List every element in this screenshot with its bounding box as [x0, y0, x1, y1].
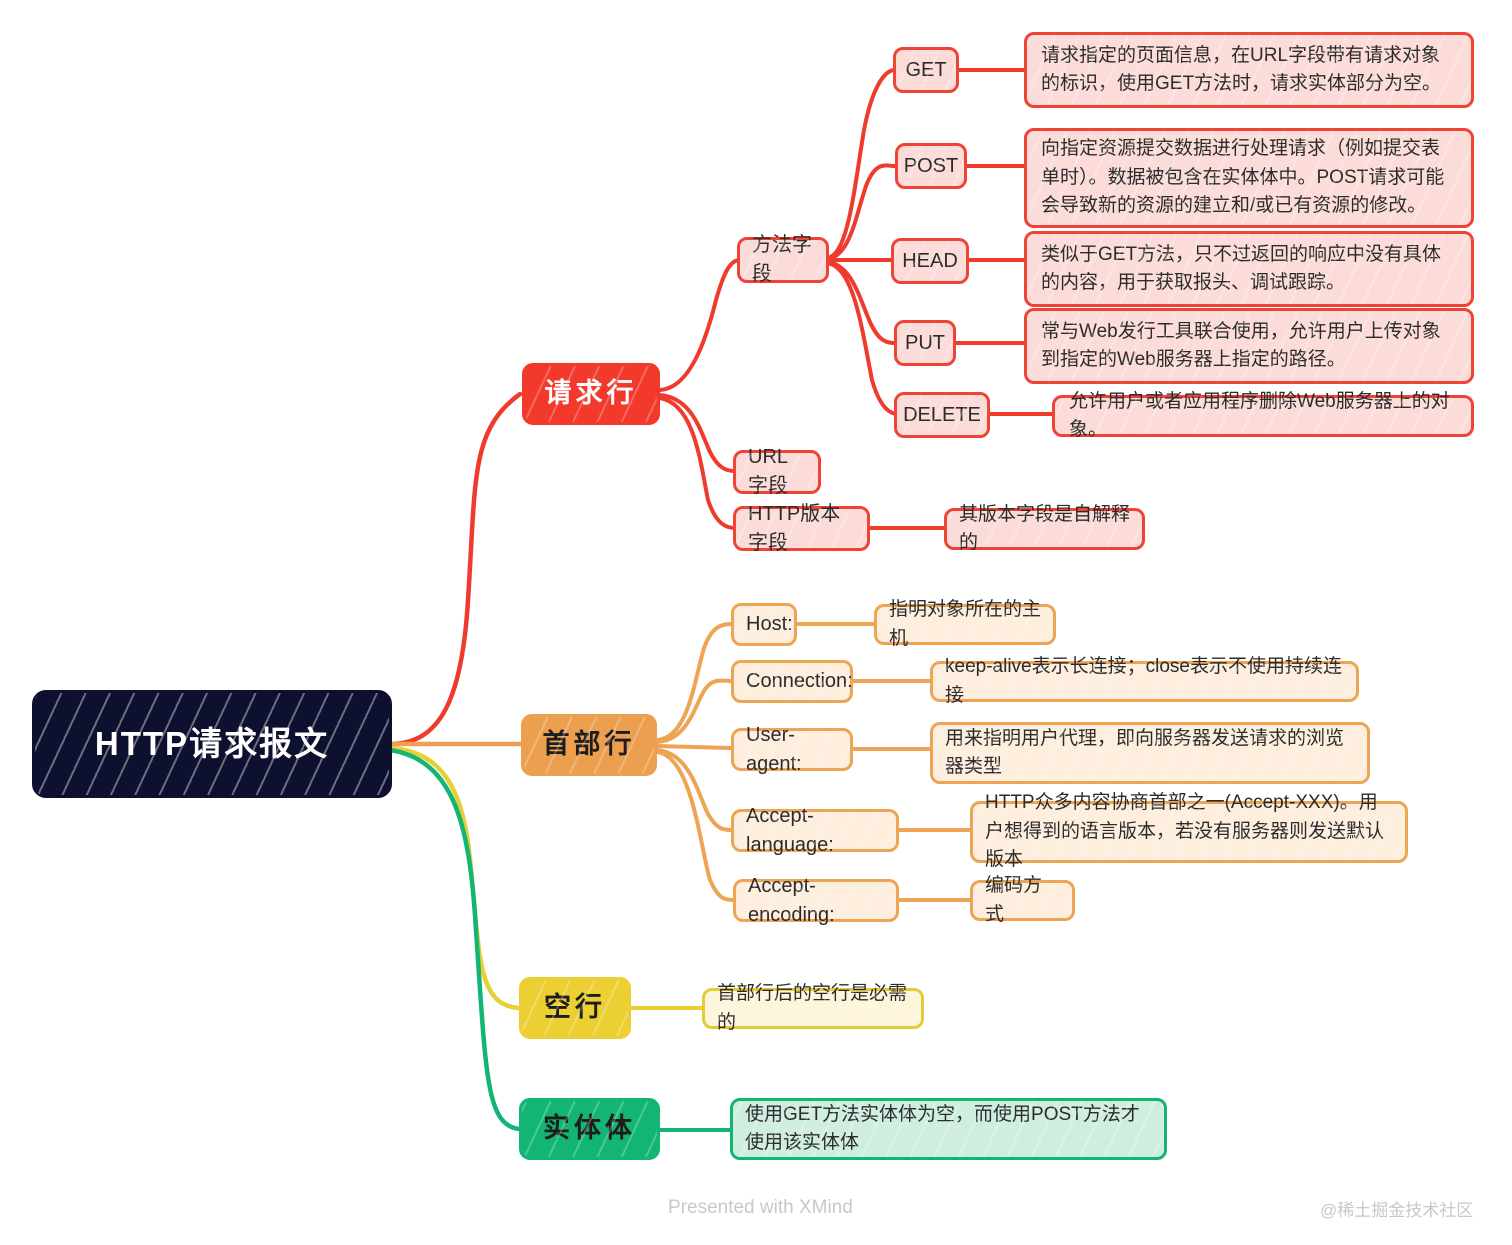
node-header-connection-label: Connection: — [746, 670, 853, 692]
node-url-field[interactable]: URL字段 — [733, 446, 821, 497]
node-blank-line-desc-label: 首部行后的空行是必需的 — [717, 983, 908, 1033]
branch-blank-line-label: 空行 — [544, 992, 606, 1023]
node-http-version-field-desc-label: 其版本字段是自解释的 — [959, 503, 1131, 554]
node-url-field-label: URL字段 — [748, 446, 789, 497]
node-method-field[interactable]: 方法字段 — [737, 234, 829, 285]
node-method-post-label: POST — [903, 154, 959, 177]
branch-request-line[interactable]: 请求行 — [522, 363, 660, 425]
node-header-connection-desc-label: keep-alive表示长连接；close表示不使用持续连接 — [945, 656, 1342, 706]
footer-watermark-xmind: Presented with XMind — [668, 1197, 853, 1218]
node-header-accept-encoding-label: Accept-encoding: — [748, 874, 835, 926]
node-method-delete[interactable]: DELETE — [894, 392, 990, 438]
node-method-put[interactable]: PUT — [894, 320, 956, 366]
branch-request-line-label: 请求行 — [544, 378, 638, 409]
branch-entity-body[interactable]: 实体体 — [519, 1098, 660, 1160]
node-header-host[interactable]: Host: — [731, 603, 797, 646]
node-header-accept-encoding-desc-label: 编码方式 — [985, 875, 1043, 925]
node-method-get-desc[interactable]: 请求指定的页面信息，在URL字段带有请求对象的标识，使用GET方法时，请求实体部… — [1024, 32, 1474, 108]
node-method-get-desc-label: 请求指定的页面信息，在URL字段带有请求对象的标识，使用GET方法时，请求实体部… — [1041, 44, 1442, 95]
node-header-host-desc-label: 指明对象所在的主机 — [889, 599, 1042, 649]
node-method-post[interactable]: POST — [895, 143, 967, 189]
node-method-put-label: PUT — [905, 331, 945, 354]
node-method-get-label: GET — [905, 58, 947, 81]
node-method-delete-label: DELETE — [903, 403, 981, 426]
node-header-connection[interactable]: Connection: — [731, 660, 853, 703]
node-method-post-desc[interactable]: 向指定资源提交数据进行处理请求（例如提交表单时）。数据被包含在实体体中。POST… — [1024, 128, 1474, 228]
root-node[interactable]: HTTP请求报文 — [32, 690, 392, 798]
footer-watermark-source: @稀土掘金技术社区 — [1320, 1201, 1474, 1220]
node-header-accept-language[interactable]: Accept-language: — [731, 805, 899, 856]
node-blank-line-desc[interactable]: 首部行后的空行是必需的 — [702, 983, 924, 1033]
node-entity-body-desc[interactable]: 使用GET方法实体体为空，而使用POST方法才使用该实体体 — [730, 1098, 1167, 1160]
node-header-connection-desc[interactable]: keep-alive表示长连接；close表示不使用持续连接 — [930, 656, 1359, 706]
node-method-post-desc-label: 向指定资源提交数据进行处理请求（例如提交表单时）。数据被包含在实体体中。POST… — [1041, 138, 1445, 217]
node-header-accept-encoding[interactable]: Accept-encoding: — [733, 875, 899, 926]
node-header-accept-language-desc[interactable]: HTTP众多内容协商首部之一(Accept-XXX)。用户想得到的语言版本，若没… — [970, 792, 1408, 870]
node-method-head-desc-label: 类似于GET方法，只不过返回的响应中没有具体的内容，用于获取报头、调试跟踪。 — [1041, 243, 1442, 294]
node-method-head-desc[interactable]: 类似于GET方法，只不过返回的响应中没有具体的内容，用于获取报头、调试跟踪。 — [1024, 231, 1474, 307]
node-entity-body-desc-label: 使用GET方法实体体为空，而使用POST方法才使用该实体体 — [745, 1103, 1140, 1154]
node-header-accept-language-label: Accept-language: — [746, 804, 834, 856]
branch-header-lines-label: 首部行 — [542, 729, 636, 760]
node-method-put-desc[interactable]: 常与Web发行工具联合使用，允许用户上传对象到指定的Web服务器上指定的路径。 — [1024, 308, 1474, 384]
node-method-head[interactable]: HEAD — [891, 238, 969, 284]
node-header-user-agent-label: User-agent: — [746, 723, 802, 775]
node-header-user-agent[interactable]: User-agent: — [731, 724, 853, 775]
node-method-delete-desc[interactable]: 允许用户或者应用程序删除Web服务器上的对象。 — [1052, 391, 1474, 440]
node-header-host-label: Host: — [746, 613, 793, 635]
node-http-version-field-label: HTTP版本字段 — [748, 502, 841, 554]
node-header-user-agent-desc-label: 用来指明用户代理，即向服务器发送请求的浏览器类型 — [945, 727, 1345, 778]
node-http-version-field[interactable]: HTTP版本字段 — [733, 503, 870, 554]
node-http-version-field-desc[interactable]: 其版本字段是自解释的 — [944, 504, 1145, 553]
node-method-delete-desc-label: 允许用户或者应用程序删除Web服务器上的对象。 — [1069, 390, 1450, 441]
node-method-put-desc-label: 常与Web发行工具联合使用，允许用户上传对象到指定的Web服务器上指定的路径。 — [1041, 320, 1441, 371]
branch-blank-line[interactable]: 空行 — [519, 977, 631, 1039]
root-node-label: HTTP请求报文 — [94, 725, 330, 763]
node-header-host-desc[interactable]: 指明对象所在的主机 — [874, 599, 1056, 649]
node-header-accept-encoding-desc[interactable]: 编码方式 — [970, 875, 1075, 925]
node-method-field-label: 方法字段 — [752, 234, 812, 285]
node-header-accept-language-desc-label: HTTP众多内容协商首部之一(Accept-XXX)。用户想得到的语言版本，若没… — [985, 792, 1385, 871]
branch-entity-body-label: 实体体 — [543, 1113, 636, 1144]
node-method-get[interactable]: GET — [893, 47, 959, 93]
node-header-user-agent-desc[interactable]: 用来指明用户代理，即向服务器发送请求的浏览器类型 — [930, 722, 1370, 784]
branch-header-lines[interactable]: 首部行 — [521, 714, 657, 776]
node-method-head-label: HEAD — [902, 249, 958, 272]
